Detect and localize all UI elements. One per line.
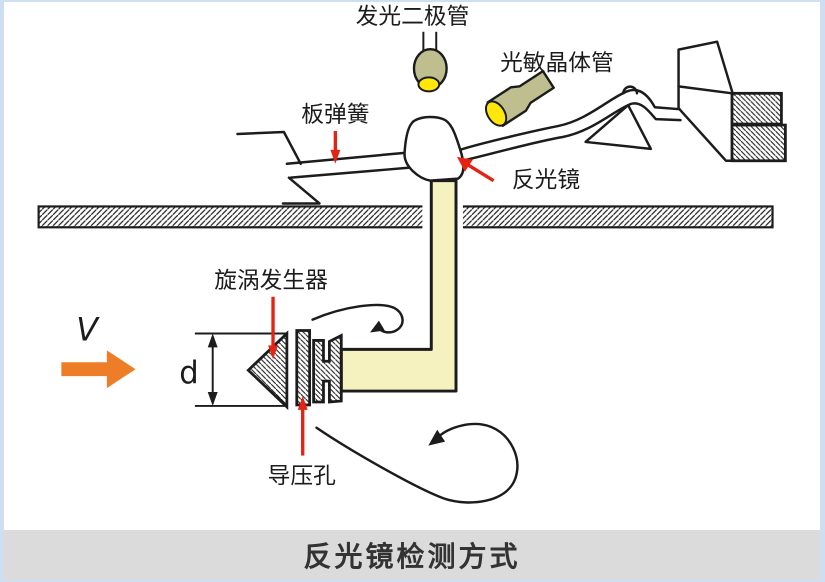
clamp-block-upper	[730, 91, 783, 126]
leaf-spring-pointer-head	[330, 149, 341, 164]
vortex-swirl-upper	[311, 303, 404, 334]
vortex-generator-label: 旋涡发生器	[214, 268, 328, 294]
spring-wedge	[584, 103, 653, 151]
pressure-hole-pointer-head	[297, 396, 308, 410]
spring-nub	[621, 85, 639, 95]
pressure-hole-label: 导压孔	[268, 463, 336, 489]
vortex-swirl-upper-arrowhead	[369, 320, 385, 333]
velocity-label: V	[76, 312, 100, 348]
clamp-block-lower	[730, 123, 787, 163]
mirror-pointer-head	[457, 156, 473, 172]
reflector-mirror	[403, 115, 465, 182]
leaf-spring-lower-line	[289, 166, 410, 179]
vortex-generator-body	[246, 330, 289, 411]
clamp-plate-upper	[677, 40, 735, 110]
vortex-swirl-lower-arrowhead	[428, 429, 446, 446]
phototransistor-label: 光敏晶体管	[500, 50, 614, 76]
mirror-pointer	[467, 163, 495, 183]
flow-arrow	[61, 350, 136, 389]
pipe-wall	[37, 205, 774, 229]
spring-support-lower	[281, 176, 321, 205]
vortex-generator-pointer-head	[268, 345, 278, 360]
phototransistor	[484, 69, 555, 127]
mirror-label: 反光镜	[512, 168, 580, 194]
phototransistor-lens	[484, 100, 508, 127]
diameter-label: d	[179, 355, 198, 391]
dimension-arrowhead-top	[207, 333, 218, 348]
leaf-spring-upper-line	[285, 151, 406, 166]
leaf-spring-right-upper-line	[458, 88, 681, 152]
caption-text: 反光镜检测方式	[303, 540, 521, 573]
pressure-plate	[295, 329, 312, 407]
vortex-flowmeter-diagram: 发光二极管 光敏晶体管 板弹簧 反光镜 旋涡发生器 导压孔 V d	[37, 4, 787, 504]
leaf-spring-right-lower-line	[460, 102, 682, 163]
pressure-hole-block	[312, 333, 343, 404]
led-label: 发光二极管	[356, 4, 470, 30]
clamp-plate-edge	[677, 85, 734, 95]
led-emitter	[417, 76, 441, 93]
dimension-arrowhead-bottom	[207, 392, 218, 406]
vortex-swirl-lower	[315, 422, 519, 504]
leaf-spring-label: 板弹簧	[301, 102, 369, 128]
spring-support-upper	[236, 130, 302, 166]
caption-bar: 反光镜检测方式	[4, 530, 820, 580]
